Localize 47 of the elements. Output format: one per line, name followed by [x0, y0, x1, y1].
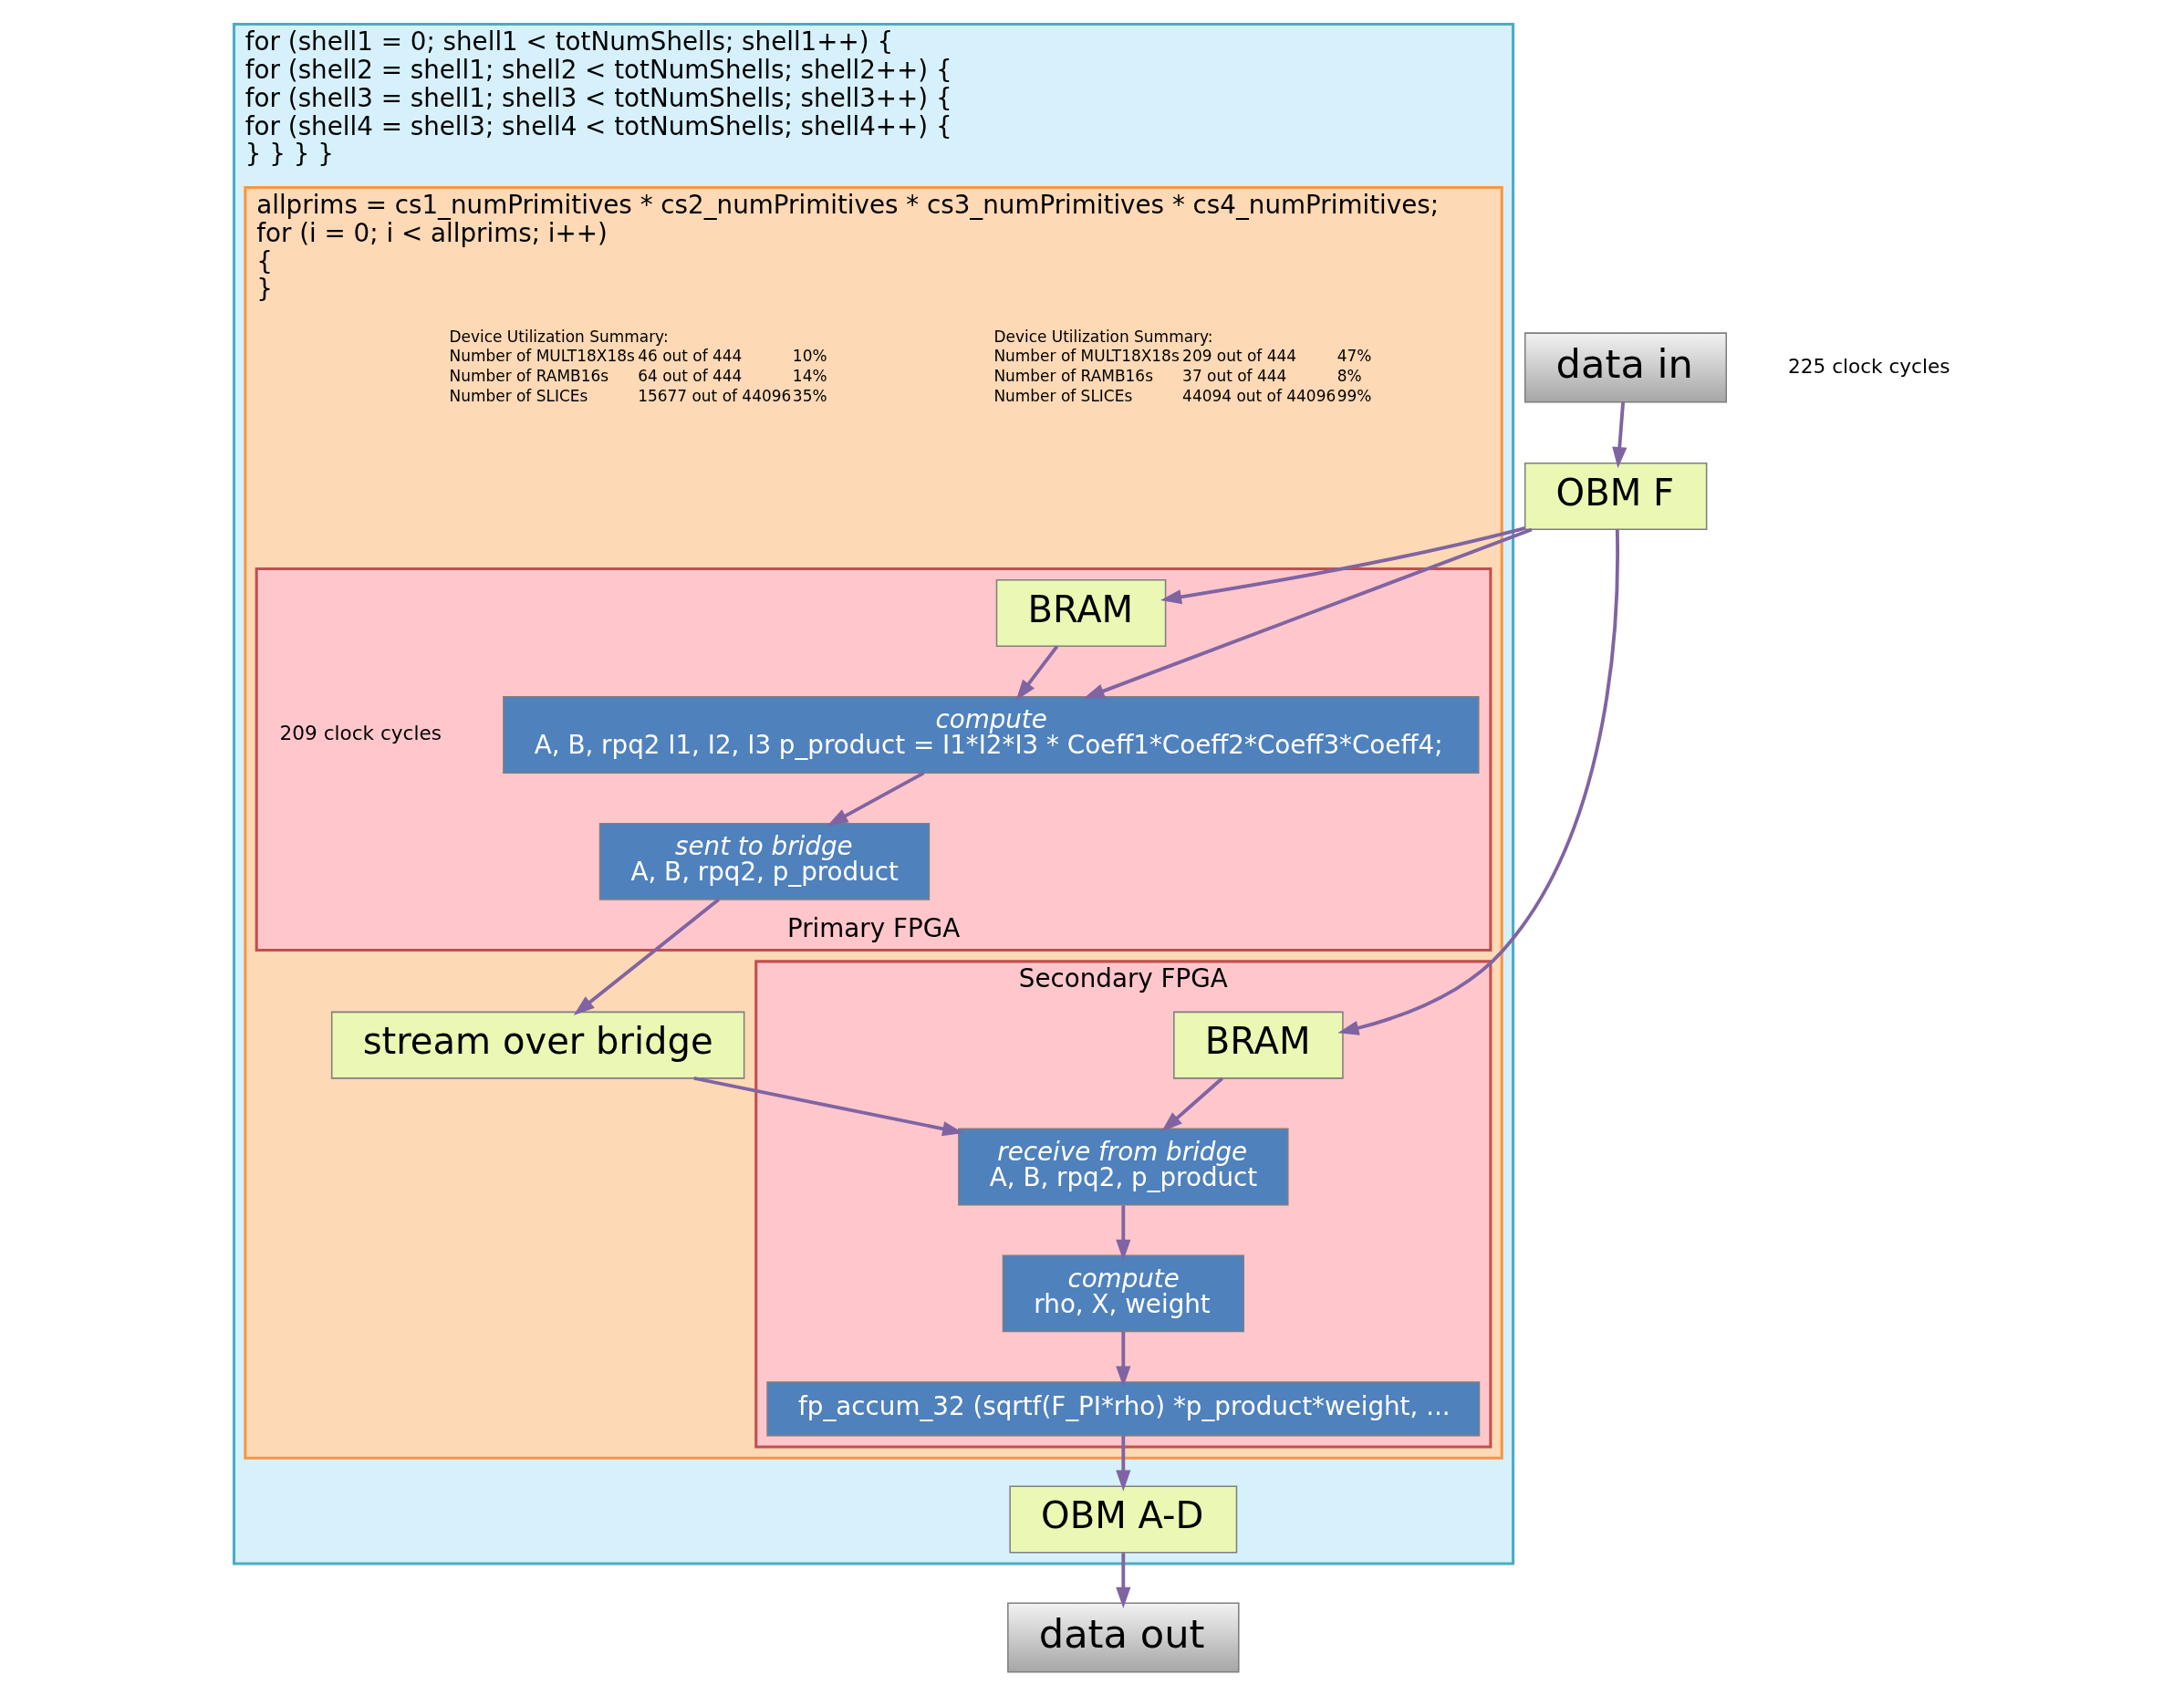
- node-box: data in: [1524, 332, 1727, 403]
- arrow: [1116, 1435, 1131, 1492]
- node-label: Number of MULT18X18s: [449, 347, 635, 366]
- node-label: 46 out of 444: [638, 347, 743, 366]
- node-label: 99%: [1336, 386, 1372, 405]
- arrow: [827, 771, 925, 827]
- node-label: 64 out of 444: [638, 367, 743, 386]
- arrow: [1116, 1331, 1131, 1388]
- node-box: sent to bridge A, B, rpq2, p_product: [598, 822, 931, 900]
- arrow: [693, 1077, 964, 1137]
- arrow: [1160, 526, 1525, 605]
- node-box: BRAM: [1173, 1011, 1344, 1079]
- node-label: Number of SLICEs: [449, 386, 588, 405]
- node-box: OBM A-D: [1009, 1485, 1238, 1554]
- node-box: fp_accum_32 (sqrtf(F_PI*rho) *p_product*weight, ...: [766, 1381, 1481, 1437]
- node-box: compute rho, X, weight: [1002, 1254, 1244, 1333]
- node-label: 8%: [1336, 367, 1362, 386]
- node-label: 35%: [792, 386, 827, 405]
- node-label: 37 out of 444: [1182, 367, 1287, 386]
- node-label: 209 clock cycles: [279, 722, 442, 745]
- node-label: 10%: [792, 347, 827, 366]
- node-box: stream over bridge: [330, 1011, 745, 1079]
- label: 225 clock cycles: [1788, 354, 1950, 378]
- arrow: [1015, 645, 1059, 702]
- arrow: [1337, 529, 1619, 1035]
- node-label: 209 out of 444: [1182, 347, 1297, 366]
- node-box: data out: [1007, 1602, 1240, 1673]
- node-label: Number of MULT18X18s: [993, 347, 1180, 366]
- arrow: [1083, 527, 1533, 699]
- node-box: OBM F: [1524, 463, 1708, 531]
- node-label: Device Utilization Summary:: [993, 327, 1213, 346]
- node-box: compute A, B, rpq2 I1, I2, I3 p_product = I1*I2*I3 * Coeff1*Coeff2*Coeff3*Coeff4;: [503, 696, 1480, 774]
- node-label: 47%: [1336, 347, 1372, 366]
- node-label: 15677 out of 44096: [638, 386, 792, 405]
- arrow: [1161, 1077, 1223, 1132]
- node-label: Device Utilization Summary:: [449, 327, 669, 346]
- arrow: [573, 898, 720, 1015]
- node-box: receive from bridge A, B, rpq2, p_product: [958, 1128, 1289, 1206]
- node-box: BRAM: [995, 579, 1167, 648]
- node-label: 14%: [792, 367, 827, 386]
- arrow: [1612, 401, 1628, 469]
- arrow: [1116, 1553, 1131, 1608]
- arrow: [1116, 1205, 1131, 1261]
- node-label: Number of RAMB16s: [449, 367, 609, 386]
- node-label: Number of SLICEs: [993, 386, 1133, 405]
- node-label: 44094 out of 44096: [1182, 386, 1336, 405]
- node-label: Number of RAMB16s: [993, 367, 1153, 386]
